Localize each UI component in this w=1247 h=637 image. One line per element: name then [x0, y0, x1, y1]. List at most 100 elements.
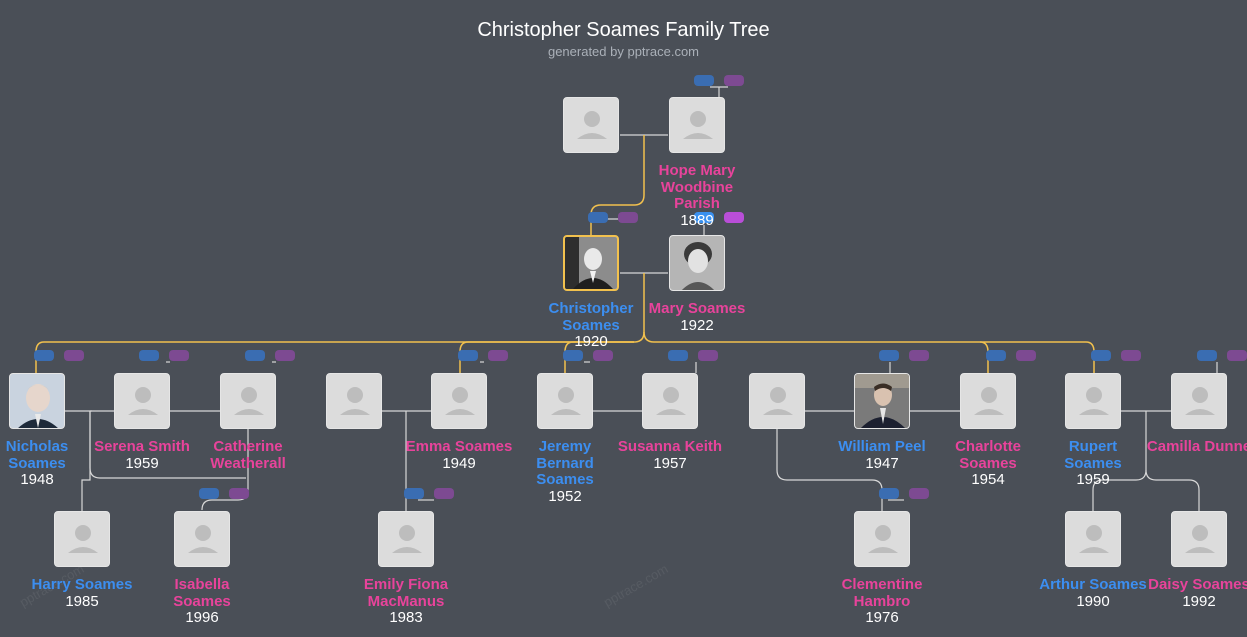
- family-toggle[interactable]: [668, 350, 718, 362]
- person-card-catherine[interactable]: Catherine Weatherall: [193, 373, 303, 472]
- toggle-maternal-button[interactable]: [169, 350, 189, 361]
- toggle-maternal-button[interactable]: [488, 350, 508, 361]
- person-placeholder-icon: [642, 373, 698, 429]
- person-card-emma[interactable]: Emma Soames 1949: [404, 373, 514, 472]
- person-placeholder-icon: [431, 373, 487, 429]
- toggle-paternal-button[interactable]: [34, 350, 54, 361]
- person-card-jeremy[interactable]: Jeremy Bernard Soames 1952: [510, 373, 620, 505]
- person-card-isabella[interactable]: Isabella Soames 1996: [147, 511, 257, 626]
- family-toggle[interactable]: [1091, 350, 1141, 362]
- person-card-hope[interactable]: Hope Mary Woodbine Parish 1889: [642, 97, 752, 229]
- person-photo: [563, 235, 619, 291]
- person-card-william[interactable]: William Peel 1947: [827, 373, 937, 472]
- person-placeholder-icon: [854, 511, 910, 567]
- toggle-maternal-button[interactable]: [618, 212, 638, 223]
- person-placeholder-icon: [749, 373, 805, 429]
- person-card-camilla[interactable]: Camilla Dunne: [1144, 373, 1247, 456]
- family-toggle[interactable]: [986, 350, 1036, 362]
- family-toggle[interactable]: [879, 350, 929, 362]
- toggle-maternal-button[interactable]: [229, 488, 249, 499]
- person-name: Harry Soames: [31, 576, 133, 593]
- toggle-paternal-button[interactable]: [588, 212, 608, 223]
- person-card-rupert[interactable]: Rupert Soames 1959: [1038, 373, 1148, 488]
- toggle-paternal-button[interactable]: [245, 350, 265, 361]
- person-card-clementine[interactable]: Clementine Hambro 1976: [827, 511, 937, 626]
- toggle-maternal-button[interactable]: [724, 212, 744, 223]
- person-birth-year: 1983: [389, 609, 423, 626]
- person-card-susanna[interactable]: Susanna Keith 1957: [615, 373, 725, 472]
- toggle-paternal-button[interactable]: [1091, 350, 1111, 361]
- person-card-charlotte-ex[interactable]: [722, 373, 832, 439]
- family-toggle[interactable]: [34, 350, 84, 362]
- toggle-maternal-button[interactable]: [1227, 350, 1247, 361]
- family-toggle[interactable]: [694, 212, 744, 224]
- family-toggle[interactable]: [199, 488, 249, 500]
- family-toggle[interactable]: [1197, 350, 1247, 362]
- person-photo: [854, 373, 910, 429]
- family-toggle[interactable]: [563, 350, 613, 362]
- family-toggle[interactable]: [139, 350, 189, 362]
- person-birth-year: 1992: [1182, 592, 1216, 610]
- person-name: Christopher Soames: [548, 300, 634, 334]
- person-name: Emily Fiona MacManus: [363, 576, 449, 610]
- person-birth-year: 1952: [548, 487, 582, 505]
- page-subtitle: generated by pptrace.com: [547, 44, 700, 59]
- toggle-maternal-button[interactable]: [1016, 350, 1036, 361]
- toggle-maternal-button[interactable]: [434, 488, 454, 499]
- person-card-harry[interactable]: Harry Soames 1985: [27, 511, 137, 610]
- toggle-maternal-button[interactable]: [1121, 350, 1141, 361]
- toggle-paternal-button[interactable]: [404, 488, 424, 499]
- toggle-paternal-button[interactable]: [986, 350, 1006, 361]
- person-card-emma-spouse[interactable]: [299, 373, 409, 439]
- toggle-maternal-button[interactable]: [64, 350, 84, 361]
- toggle-maternal-button[interactable]: [909, 488, 929, 499]
- toggle-paternal-button[interactable]: [1197, 350, 1217, 361]
- person-birth-year: 1959: [125, 454, 159, 472]
- person-card-nicholas[interactable]: Nicholas Soames 1948: [0, 373, 92, 488]
- person-name: Isabella Soames: [173, 576, 231, 610]
- page-title: Christopher Soames Family Tree: [477, 19, 770, 41]
- person-card-christopher[interactable]: Christopher Soames 1920: [536, 235, 646, 350]
- toggle-paternal-button[interactable]: [879, 350, 899, 361]
- person-card-daisy[interactable]: Daisy Soames 1992: [1144, 511, 1247, 610]
- toggle-maternal-button[interactable]: [593, 350, 613, 361]
- person-card-charlotte[interactable]: Charlotte Soames 1954: [933, 373, 1043, 488]
- person-birth-year: 1957: [653, 454, 687, 472]
- person-name: Arthur Soames: [1039, 576, 1147, 593]
- family-toggle[interactable]: [458, 350, 508, 362]
- person-birth-year: 1920: [574, 333, 608, 350]
- person-card-unknown-grandfather[interactable]: [536, 97, 646, 163]
- toggle-paternal-button[interactable]: [458, 350, 478, 361]
- family-toggle[interactable]: [245, 350, 295, 362]
- toggle-maternal-button[interactable]: [698, 350, 718, 361]
- toggle-paternal-button[interactable]: [563, 350, 583, 361]
- person-name: Rupert Soames: [1064, 438, 1122, 472]
- person-placeholder-icon: [1065, 373, 1121, 429]
- person-name: Serena Smith: [94, 438, 190, 455]
- toggle-paternal-button[interactable]: [199, 488, 219, 499]
- person-card-serena[interactable]: Serena Smith 1959: [87, 373, 197, 472]
- person-placeholder-icon: [1065, 511, 1121, 567]
- person-card-mary[interactable]: Mary Soames 1922: [642, 235, 752, 334]
- person-birth-year: 1976: [865, 609, 899, 626]
- person-card-emily[interactable]: Emily Fiona MacManus 1983: [351, 511, 461, 626]
- toggle-paternal-button[interactable]: [879, 488, 899, 499]
- toggle-maternal-button[interactable]: [909, 350, 929, 361]
- person-card-arthur[interactable]: Arthur Soames 1990: [1038, 511, 1148, 610]
- person-birth-year: 1996: [185, 609, 219, 626]
- person-name: Emma Soames: [405, 438, 513, 455]
- toggle-paternal-button[interactable]: [694, 212, 714, 223]
- toggle-paternal-button[interactable]: [139, 350, 159, 361]
- toggle-paternal-button[interactable]: [668, 350, 688, 361]
- person-placeholder-icon: [220, 373, 276, 429]
- toggle-maternal-button[interactable]: [724, 75, 744, 86]
- person-birth-year: 1959: [1076, 471, 1110, 488]
- family-toggle[interactable]: [404, 488, 454, 500]
- family-toggle[interactable]: [694, 75, 744, 87]
- person-name: Daisy Soames: [1148, 576, 1247, 593]
- toggle-paternal-button[interactable]: [694, 75, 714, 86]
- person-name: Charlotte Soames: [955, 438, 1021, 472]
- family-toggle[interactable]: [879, 488, 929, 500]
- toggle-maternal-button[interactable]: [275, 350, 295, 361]
- family-toggle[interactable]: [588, 212, 638, 224]
